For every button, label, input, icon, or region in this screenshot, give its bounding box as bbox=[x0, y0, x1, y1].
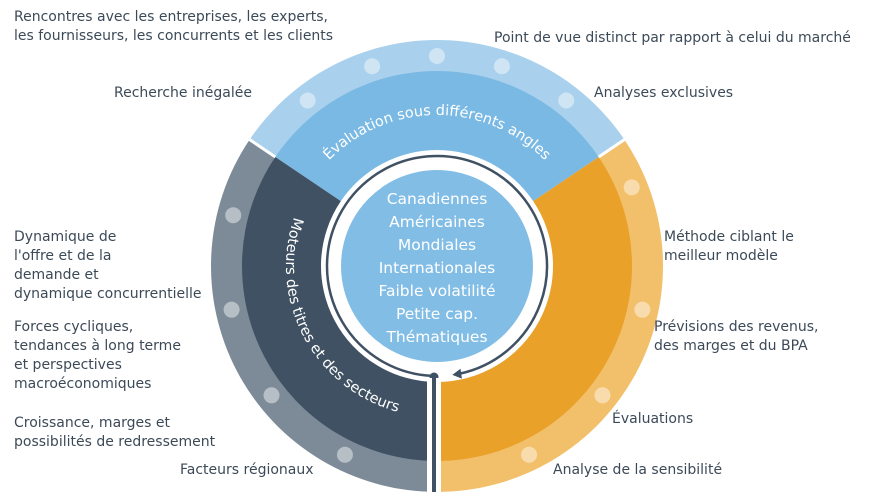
outer-segment-right bbox=[437, 139, 663, 492]
center-item: Internationales bbox=[378, 259, 496, 277]
label-sensitivity: Analyse de la sensibilité bbox=[553, 462, 723, 478]
center-item: Canadiennes bbox=[386, 190, 488, 208]
label-forecasts: Prévisions des revenus, des marges et du… bbox=[654, 319, 819, 354]
center-item: Américaines bbox=[389, 213, 485, 231]
ring-dot bbox=[223, 301, 240, 318]
label-distinct-view: Point de vue distinct par rapport à celu… bbox=[494, 30, 851, 46]
ring-dot bbox=[336, 446, 353, 463]
ring-dot bbox=[299, 92, 316, 109]
label-meetings: Rencontres avec les entreprises, les exp… bbox=[14, 9, 334, 44]
center-item: Thématiques bbox=[386, 328, 488, 346]
inner-segment-right bbox=[437, 156, 632, 461]
center-strategy-list: Canadiennes Américaines Mondiales Intern… bbox=[345, 188, 529, 349]
center-item: Petite cap. bbox=[395, 305, 479, 323]
label-supply-demand: Dynamique de l'offre et de la demande et… bbox=[14, 229, 202, 302]
ring-dot bbox=[263, 387, 280, 404]
label-cyclical-forces: Forces cycliques, tendances à long terme… bbox=[14, 319, 181, 392]
inner-ring bbox=[241, 70, 632, 461]
ring-dot bbox=[558, 92, 575, 109]
inner-segment-left bbox=[241, 156, 437, 461]
label-unmatched-research: Recherche inégalée bbox=[114, 85, 252, 101]
ring-dot bbox=[594, 387, 611, 404]
arrowhead-icon bbox=[452, 368, 462, 379]
ring-dot bbox=[521, 446, 538, 463]
center-item: Faible volatilité bbox=[378, 282, 496, 300]
inner-segment-top bbox=[275, 70, 599, 202]
outer-segment-top bbox=[249, 40, 625, 158]
ring-dot bbox=[623, 179, 640, 196]
label-best-model: Méthode ciblant le meilleur modèle bbox=[664, 229, 794, 264]
ring-dot bbox=[364, 58, 381, 75]
center-item: Mondiales bbox=[397, 236, 477, 254]
cycle-loop-arrow bbox=[325, 154, 549, 378]
ring-dot bbox=[493, 58, 510, 75]
ring-dot bbox=[429, 48, 445, 64]
ring-dot bbox=[225, 207, 242, 224]
label-valuations: Évaluations bbox=[612, 411, 694, 427]
label-growth-margins: Croissance, marges et possibilités de re… bbox=[14, 415, 216, 450]
label-regional-factors: Facteurs régionaux bbox=[180, 462, 314, 478]
ring-dot bbox=[634, 301, 651, 318]
ring-markers bbox=[223, 48, 651, 463]
segment-gap-divider bbox=[427, 377, 441, 492]
label-exclusive-analyses: Analyses exclusives bbox=[594, 85, 734, 101]
outer-segment-left bbox=[210, 139, 437, 492]
